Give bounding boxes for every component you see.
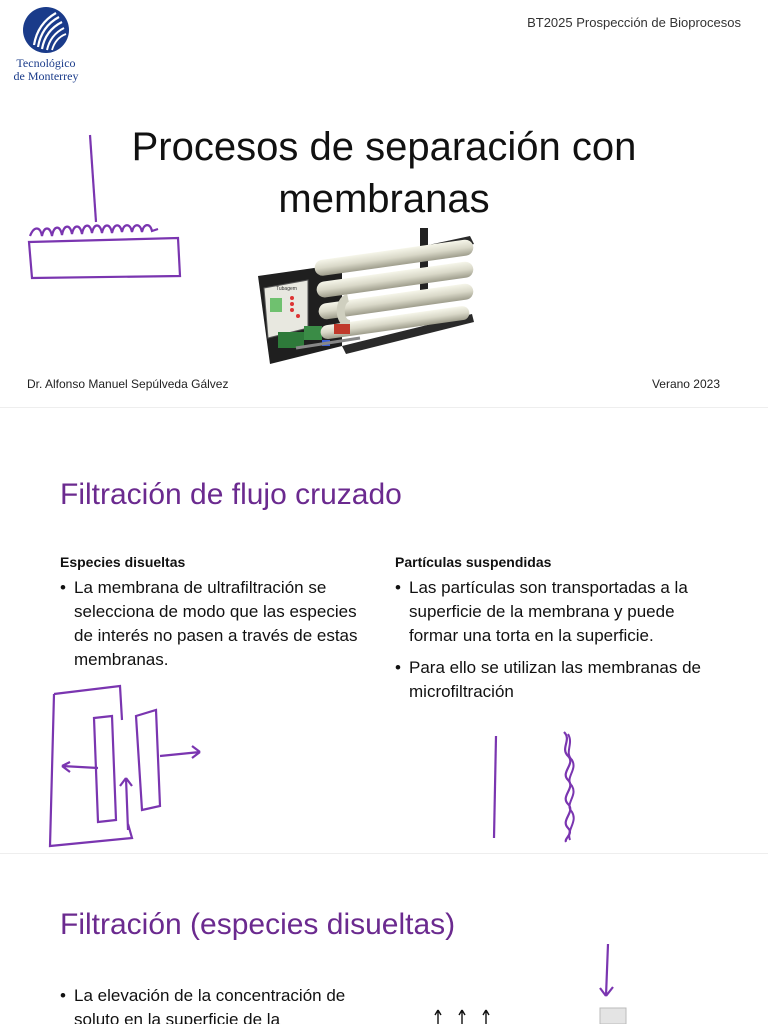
term-label: Verano 2023 (651, 377, 720, 391)
bullet-list-left: La membrana de ultrafiltración se selecc… (60, 576, 366, 680)
column-heading-left: Especies disueltas (60, 554, 186, 570)
bullet-list-right: Las partículas son transportadas a la su… (395, 576, 713, 712)
logo-name-line1: Tecnológico (16, 56, 76, 70)
slide-title-line2: membranas (278, 177, 490, 221)
course-title: BT2025 Prospección de Bioprocesos (527, 15, 741, 30)
panel-label: Tubagem (276, 286, 297, 292)
slide-title-line1: Procesos de separación con (131, 125, 637, 169)
handwritten-cake-sketch (492, 731, 575, 843)
bullet-item: La membrana de ultrafiltración se selecc… (60, 576, 366, 672)
bullet-item: Las partículas son transportadas a la su… (395, 576, 713, 648)
author-name: Dr. Alfonso Manuel Sepúlveda Gálvez (27, 377, 229, 391)
logo-name-line2: de Monterrey (13, 69, 79, 83)
slide-separator (0, 407, 768, 408)
bullet-list: La elevación de la concentración de solu… (60, 984, 380, 1024)
bullet-item: Para ello se utilizan las membranas de m… (395, 656, 713, 704)
handwritten-membrane-sketch (27, 134, 182, 280)
tec-logo-emblem (23, 7, 69, 53)
slide-heading: Filtración (especies disueltas) (60, 908, 456, 941)
slide-3: Filtración (especies disueltas) La eleva… (0, 856, 768, 1024)
slide-2: Filtración de flujo cruzado Especies dis… (0, 410, 768, 850)
membrane-skid-illustration: Tubagem (258, 228, 474, 364)
slide-1: Tecnológico de Monterrey BT2025 Prospecc… (0, 0, 768, 405)
slide-heading: Filtración de flujo cruzado (60, 478, 402, 511)
handwritten-arrow-sketch (434, 943, 627, 1024)
slide-separator (0, 853, 768, 854)
handwritten-crossflow-sketch (48, 684, 201, 848)
column-heading-right: Partículas suspendidas (395, 554, 552, 570)
bullet-item: La elevación de la concentración de solu… (60, 984, 380, 1024)
